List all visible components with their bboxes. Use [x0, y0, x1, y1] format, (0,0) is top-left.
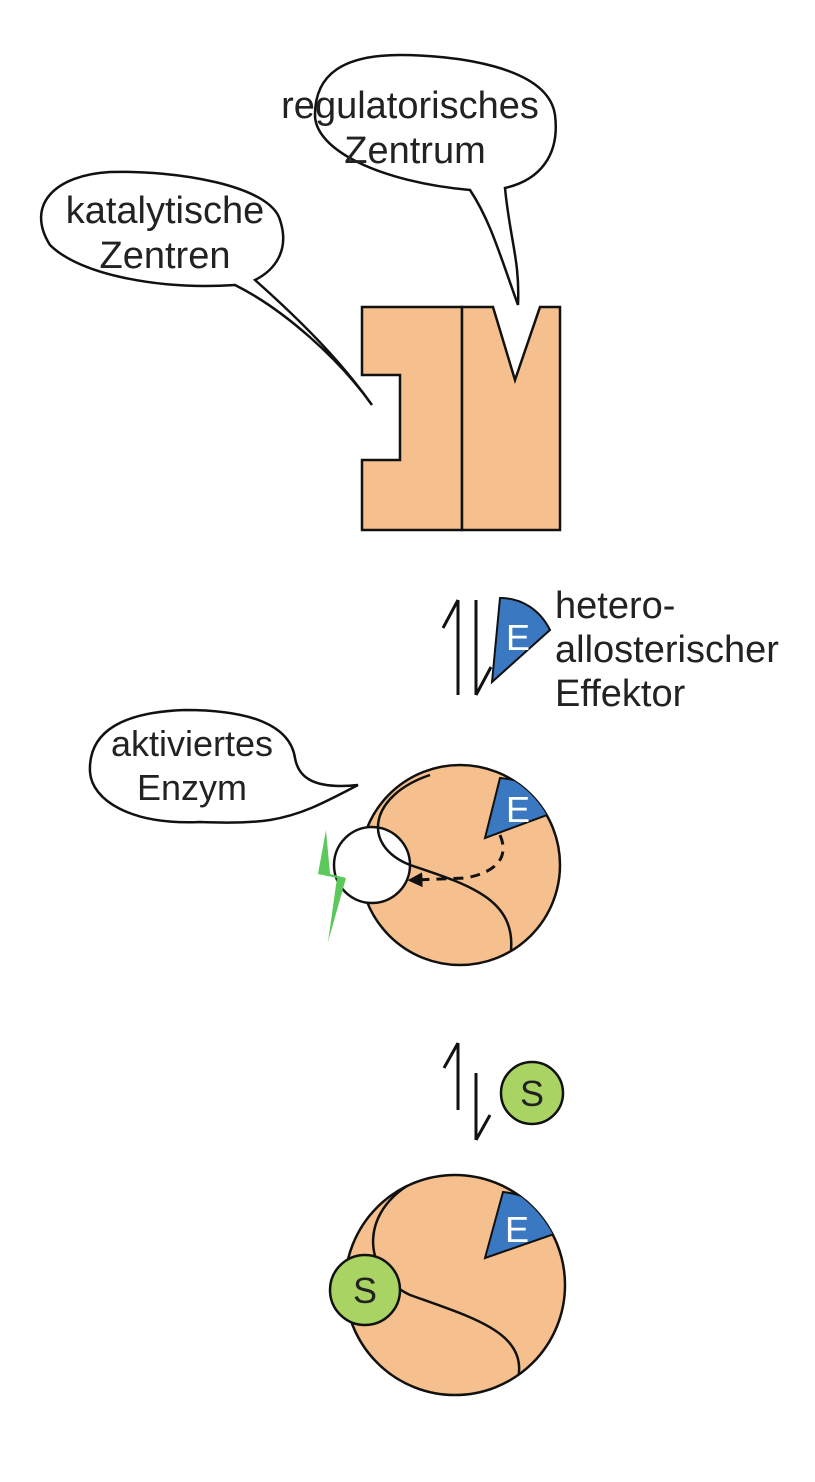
inactive-enzyme: [360, 305, 562, 532]
effector-label-line1: hetero-: [555, 585, 675, 627]
callout-catalytic-line2: Zentren: [100, 235, 231, 277]
opened-active-site: [332, 825, 412, 905]
enzyme-substrate-complex: E S: [328, 1173, 567, 1397]
callout-activated-line1: aktiviertes: [111, 723, 273, 764]
effector-label-line2: allosterischer: [555, 629, 779, 671]
callout-catalytic-centers: katalytische Zentren: [39, 170, 374, 406]
callout-bubble: [88, 708, 359, 824]
callout-bubble: [39, 170, 374, 406]
activated-enzyme: E: [332, 763, 562, 967]
equilibrium-arrows-icon: [442, 1042, 492, 1141]
lightning-bolt-icon: [318, 830, 346, 942]
effector-label-line3: Effektor: [555, 673, 686, 715]
catalytic-subunit: [360, 305, 464, 532]
bound-substrate: S: [328, 1253, 402, 1327]
effector-letter: E: [505, 1209, 529, 1250]
substrate-letter: S: [520, 1073, 544, 1114]
induced-change-arrow-icon: [407, 834, 505, 888]
equilibrium-arrows-icon: [441, 599, 493, 696]
callout-regulatory-line1: regulatorisches: [281, 85, 539, 127]
callout-catalytic-line1: katalytische: [66, 190, 265, 232]
callout-regulatory-line2: Zentrum: [344, 130, 485, 172]
callout-activated-enzyme: aktiviertes Enzym: [88, 708, 359, 824]
effector-letter: E: [506, 789, 530, 830]
effector-letter: E: [506, 617, 530, 658]
callout-bubble: [313, 53, 558, 306]
regulatory-subunit: [460, 305, 562, 532]
callout-regulatory-center: regulatorisches Zentrum: [281, 53, 558, 306]
effector-label: hetero- allosterischer Effektor: [555, 585, 779, 715]
effector-icon: E: [490, 596, 552, 685]
callout-activated-line2: Enzym: [137, 767, 247, 808]
substrate-letter: S: [353, 1270, 377, 1311]
substrate-icon: S: [499, 1060, 565, 1126]
